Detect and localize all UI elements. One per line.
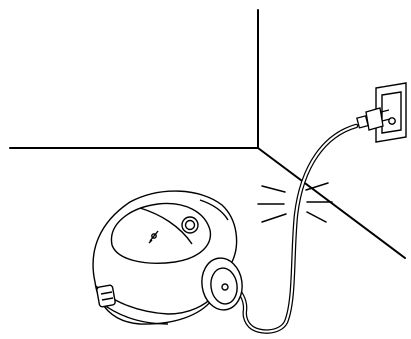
impact-marks <box>257 182 333 223</box>
impact-mark <box>261 185 286 193</box>
vacuum-wheel <box>201 257 243 311</box>
impact-mark <box>305 182 329 191</box>
plug-prong-upper <box>380 109 390 113</box>
outlet-screw <box>388 117 396 125</box>
vacuum-lid-seam <box>139 207 193 245</box>
vacuum-cleaner <box>92 190 243 325</box>
suction-dial-icon <box>148 230 159 244</box>
plug-prong-lower <box>381 118 391 122</box>
plug-grip <box>356 115 369 129</box>
power-cord-inner <box>231 125 357 333</box>
floor-right-edge <box>257 147 406 259</box>
impact-mark <box>306 211 327 223</box>
hose-inlet <box>96 284 116 308</box>
vacuum-handle-ridge <box>199 199 229 221</box>
power-cord <box>229 123 359 334</box>
plug <box>356 107 391 131</box>
impact-mark <box>261 213 287 223</box>
plug-body <box>365 107 384 131</box>
outlet-front-plate <box>381 91 402 134</box>
power-button <box>181 216 199 234</box>
room-corner <box>9 9 406 259</box>
